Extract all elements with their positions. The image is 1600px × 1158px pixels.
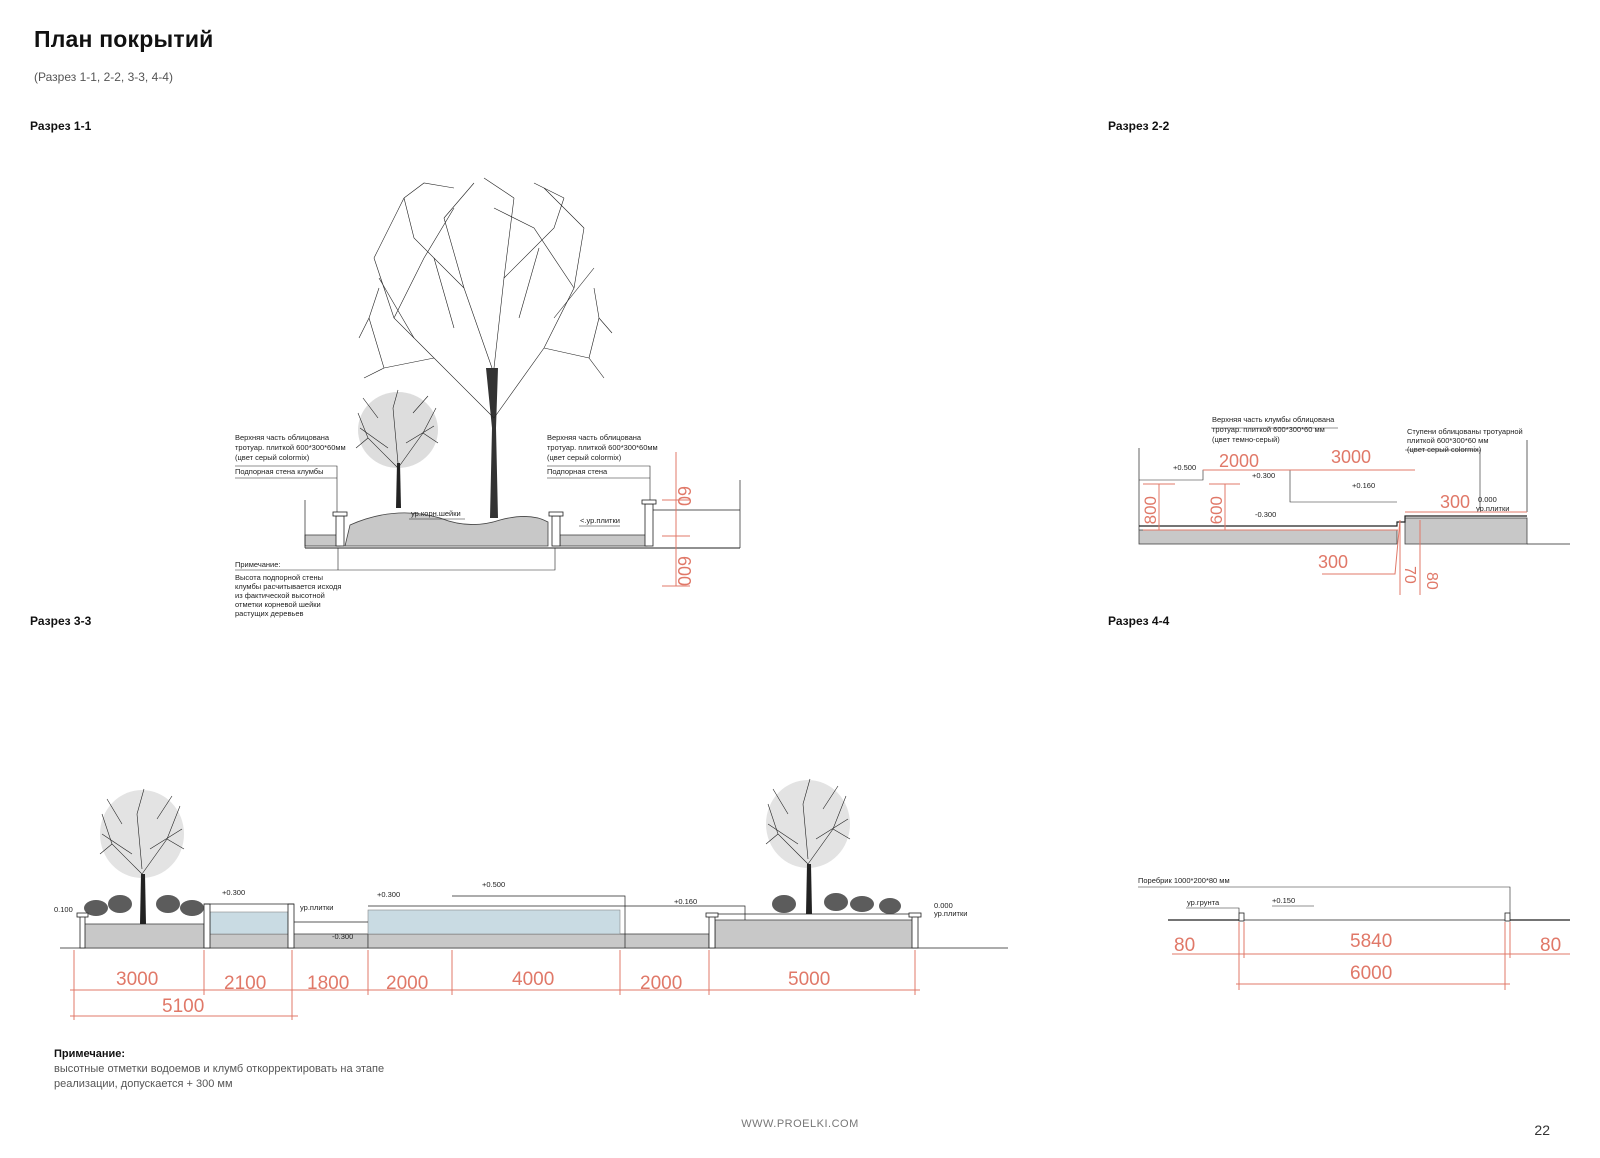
s33-dim-5100: 5100 <box>162 996 204 1017</box>
s22-label-top-3: (цвет темно-серый) <box>1212 435 1280 444</box>
s22-lv-m300: -0.300 <box>1255 510 1276 519</box>
s44-dim-80a: 80 <box>1174 935 1195 956</box>
s22-lv-p300: +0.300 <box>1252 471 1275 480</box>
s33-lv-left: 0.100 <box>54 905 73 914</box>
s11-note-1: Высота подпорной стены <box>235 573 323 582</box>
s22-label-steps-3: (цвет серый colormix) <box>1407 445 1482 454</box>
section-label-4-4: Разрез 4-4 <box>1108 614 1170 628</box>
s11-note-title: Примечание: <box>235 560 281 569</box>
page-subtitle: (Разрез 1-1, 2-2, 3-3, 4-4) <box>34 70 173 84</box>
s11-dim-60: 60 <box>674 486 694 506</box>
section-label-3-3: Разрез 3-3 <box>30 614 92 628</box>
s33-lv-p300a: +0.300 <box>222 888 245 897</box>
s22-label-steps-2: плиткой 600*300*60 мм <box>1407 436 1488 445</box>
tree-right-icon <box>765 778 851 914</box>
small-tree-icon <box>355 389 439 508</box>
s33-dim-2000b: 2000 <box>640 973 682 994</box>
s11-note-4: отметки корневой шейки <box>235 600 321 609</box>
s11-label-wall-right: Подпорная стена <box>547 467 608 476</box>
s22-label-top-2: тротуар. плиткой 600*300*60 мм <box>1212 425 1325 434</box>
s33-dim-4000: 4000 <box>512 969 554 990</box>
s22-dim-800: 800 <box>1141 496 1160 524</box>
s44-label-ground: ур.грунта <box>1187 898 1220 907</box>
tree-left-icon <box>99 788 185 924</box>
s33-lv-m300: -0.300 <box>332 932 353 941</box>
bottom-note-title: Примечание: <box>54 1048 126 1060</box>
s22-dim-300b: 300 <box>1318 552 1348 572</box>
shrubs-right-icon <box>772 893 901 914</box>
s44-label-curb: Поребрик 1000*200*80 мм <box>1138 876 1230 885</box>
s33-dim-2100: 2100 <box>224 973 266 994</box>
s11-label-tile-level: <.ур.плитки <box>580 516 620 525</box>
s11-label-top-right-1: Верхняя часть облицована <box>547 433 642 442</box>
s33-dim-1800: 1800 <box>307 973 349 994</box>
s33-tile: ур.плитки <box>300 903 333 912</box>
s33-lv-p300b: +0.300 <box>377 890 400 899</box>
bottom-note-line1: высотные отметки водоемов и клумб откорр… <box>54 1063 385 1075</box>
section-4-4-drawing: Поребрик 1000*200*80 мм ур.грунта +0.150… <box>1138 876 1570 990</box>
page-number: 22 <box>1534 1122 1550 1138</box>
s22-label-top-1: Верхняя часть клумбы облицована <box>1212 415 1335 424</box>
s11-note-5: растущих деревьев <box>235 609 304 618</box>
s44-label-lv: +0.150 <box>1272 896 1295 905</box>
s22-tile: ур.плитки <box>1476 504 1509 513</box>
section-2-2-drawing: Верхняя часть клумбы облицована тротуар.… <box>1138 415 1570 595</box>
s11-label-wall-left: Подпорная стена клумбы <box>235 467 323 476</box>
s11-label-top-right-2: тротуар. плиткой 600*300*60мм <box>547 443 658 452</box>
s33-lv-p500: +0.500 <box>482 880 505 889</box>
big-tree-icon <box>358 177 613 518</box>
s22-dim-2000: 2000 <box>1219 451 1259 471</box>
s33-dim-5000: 5000 <box>788 969 830 990</box>
s11-label-top-left-1: Верхняя часть облицована <box>235 433 330 442</box>
s22-label-steps-1: Ступени облицованы тротуарной <box>1407 427 1523 436</box>
s11-label-top-right-3: (цвет серый colormix) <box>547 453 622 462</box>
s11-label-root-level: ур.корн.шейки <box>411 509 461 518</box>
s22-lv-0: 0.000 <box>1478 495 1497 504</box>
s22-lv-p500: +0.500 <box>1173 463 1196 472</box>
s11-dim-600: 600 <box>674 556 694 586</box>
s22-dim-600: 600 <box>1207 496 1226 524</box>
s11-note-2: клумбы расчитывается исходя <box>235 582 341 591</box>
section-label-1-1: Разрез 1-1 <box>30 119 92 133</box>
s33-lv-0: 0.000 <box>934 901 953 910</box>
s33-tile-r: ур.плитки <box>934 909 967 918</box>
s33-dim-2000a: 2000 <box>386 973 428 994</box>
s11-label-top-left-3: (цвет серый colormix) <box>235 453 310 462</box>
section-1-1-drawing: Верхняя часть облицована тротуар. плитко… <box>235 177 741 618</box>
s22-dim-80: 80 <box>1423 572 1440 590</box>
footer-url: WWW.PROELKI.COM <box>741 1118 859 1130</box>
section-3-3-drawing: 0.100 +0.300 ур.плитки +0.300 -0.300 +0.… <box>54 778 1008 1020</box>
s11-note-3: из фактической высотной <box>235 591 325 600</box>
s22-dim-300a: 300 <box>1440 492 1470 512</box>
section-label-2-2: Разрез 2-2 <box>1108 119 1170 133</box>
bottom-note-line2: реализации, допускается + 300 мм <box>54 1078 233 1090</box>
s44-dim-5840: 5840 <box>1350 931 1392 952</box>
page-title: План покрытий <box>34 26 214 52</box>
s22-dim-3000: 3000 <box>1331 447 1371 467</box>
s11-label-top-left-2: тротуар. плиткой 600*300*60мм <box>235 443 346 452</box>
s22-dim-70: 70 <box>1401 566 1418 584</box>
s22-lv-p160: +0.160 <box>1352 481 1375 490</box>
shrubs-left-icon <box>84 895 204 916</box>
s44-dim-80b: 80 <box>1540 935 1561 956</box>
s33-lv-p160: +0.160 <box>674 897 697 906</box>
s44-dim-6000: 6000 <box>1350 963 1392 984</box>
bottom-note: Примечание: высотные отметки водоемов и … <box>54 1047 384 1092</box>
s33-dim-3000: 3000 <box>116 969 158 990</box>
